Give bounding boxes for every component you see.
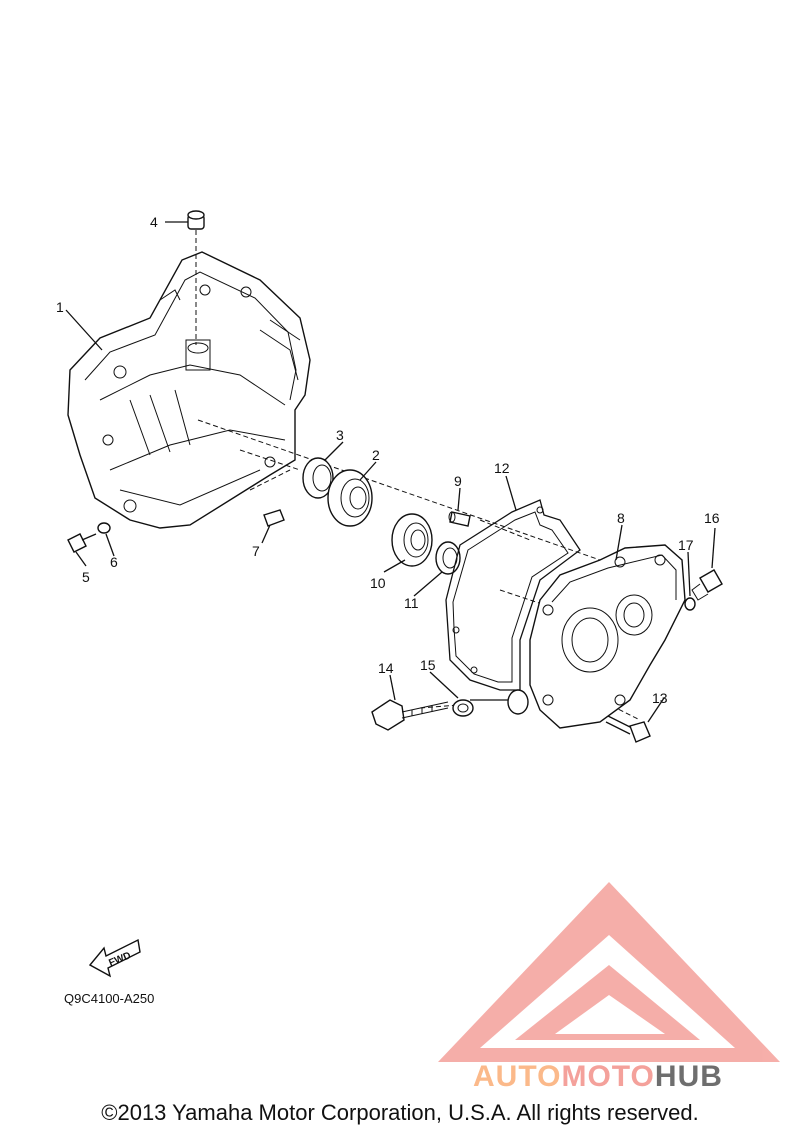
callout-9: 9 [454, 473, 462, 489]
callout-1: 1 [56, 299, 64, 315]
part-6-washer [97, 522, 111, 534]
fwd-arrow-icon: FWD [88, 938, 141, 978]
callout-12: 12 [494, 460, 510, 476]
watermark-hub: HUB [655, 1060, 723, 1093]
crankcase-1 [67, 251, 311, 529]
callout-8: 8 [617, 510, 625, 526]
watermark-text: AUTOMOTOHUB [473, 1060, 723, 1093]
watermark-moto: MOTO [561, 1060, 654, 1093]
callout-4: 4 [150, 214, 158, 230]
crankcase-8 [529, 544, 686, 729]
part-9-dowel-pin [448, 511, 471, 527]
part-15-o-ring [452, 699, 474, 717]
callout-3: 3 [336, 427, 344, 443]
watermark-logo [438, 882, 780, 1062]
part-10-bearing [391, 513, 433, 567]
callout-2: 2 [372, 447, 380, 463]
callout-5: 5 [82, 569, 90, 585]
callout-16: 16 [704, 510, 720, 526]
callout-6: 6 [110, 554, 118, 570]
callout-7: 7 [252, 543, 260, 559]
fill-port [507, 689, 529, 715]
callout-labels: 1 2 3 4 5 6 7 8 9 10 11 12 13 14 15 16 1… [56, 214, 720, 706]
part-5-bolt [67, 533, 97, 553]
part-3-oil-seal [302, 457, 334, 499]
callout-11: 11 [404, 595, 419, 611]
callout-13: 13 [652, 690, 668, 706]
part-12-gasket [445, 499, 581, 691]
callout-17: 17 [678, 537, 694, 553]
copyright-text: ©2013 Yamaha Motor Corporation, U.S.A. A… [101, 1100, 699, 1125]
part-13-bolt [605, 715, 651, 743]
callout-15: 15 [420, 657, 436, 673]
part-16-drain-plug [691, 569, 723, 601]
watermark-auto: AUTO [473, 1060, 561, 1093]
callout-10: 10 [370, 575, 386, 591]
part-17-o-ring [684, 597, 696, 611]
callout-14: 14 [378, 660, 394, 676]
leader-lines [65, 221, 716, 723]
figure-code: Q9C4100-A250 [64, 991, 154, 1006]
part-2-bearing [327, 469, 373, 527]
part-7-dowel [263, 509, 285, 527]
part-14-dipstick [371, 699, 449, 731]
